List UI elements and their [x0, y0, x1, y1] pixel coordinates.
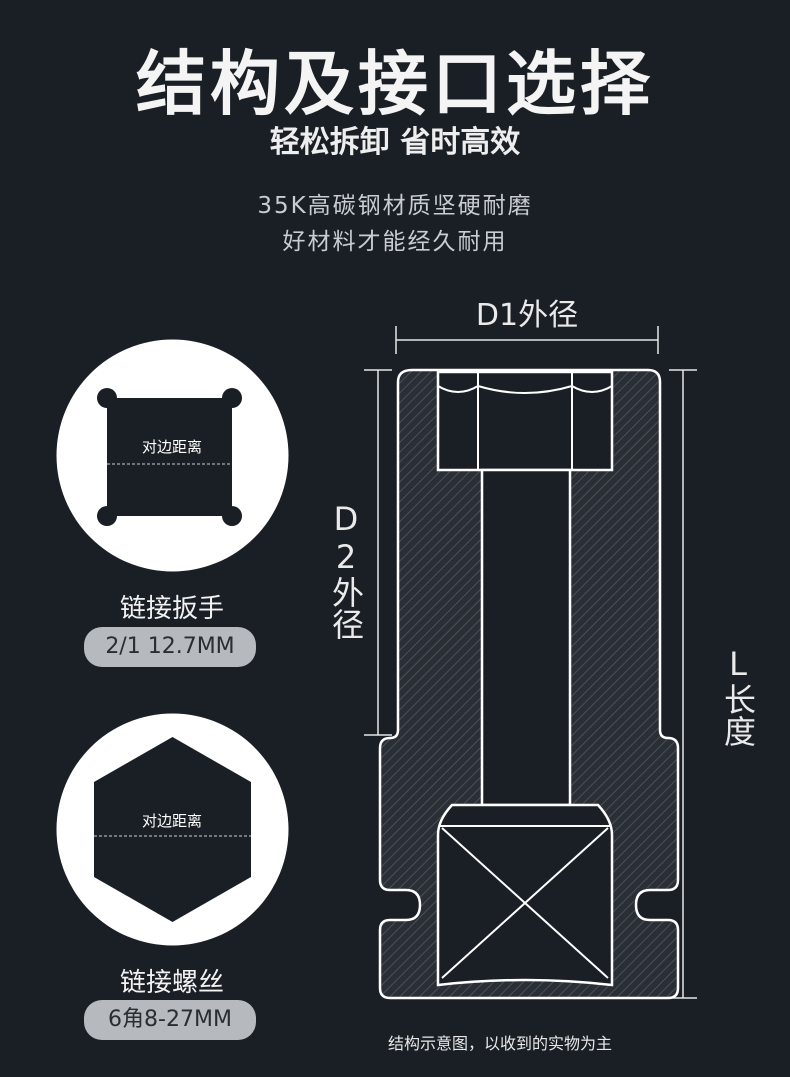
hex-across-flats-label: 对边距离 — [141, 812, 202, 830]
page-title: 结构及接口选择 — [136, 43, 654, 125]
hex-socket-caption: 链接螺丝 — [119, 968, 224, 998]
square-drive-spec-badge: 2/1 12.7MM — [84, 627, 256, 667]
hex-socket-spec-badge: 6角8-27MM — [84, 1000, 256, 1040]
d2-diameter-label: D2外径 — [327, 500, 365, 640]
square-across-flats-label: 对边距离 — [141, 438, 202, 456]
hex-socket-illustration — [56, 713, 289, 946]
page-subtitle: 轻松拆卸 省时高效 — [269, 125, 521, 160]
description-line-2: 好材料才能经久耐用 — [282, 229, 508, 255]
square-drive-caption: 链接扳手 — [119, 594, 224, 624]
description-line-1: 35K高碳钢材质坚硬耐磨 — [257, 193, 533, 219]
square-drive-cavity — [436, 803, 614, 987]
length-label: L长度 — [719, 645, 757, 747]
socket-cross-section-diagram — [364, 326, 697, 1000]
diagram-footnote: 结构示意图，以收到的实物为主 — [388, 1034, 613, 1053]
square-drive-illustration — [56, 339, 289, 572]
hex-cavity-outline — [436, 370, 614, 472]
center-bore — [480, 468, 572, 807]
d1-diameter-label: D1外径 — [475, 298, 579, 333]
